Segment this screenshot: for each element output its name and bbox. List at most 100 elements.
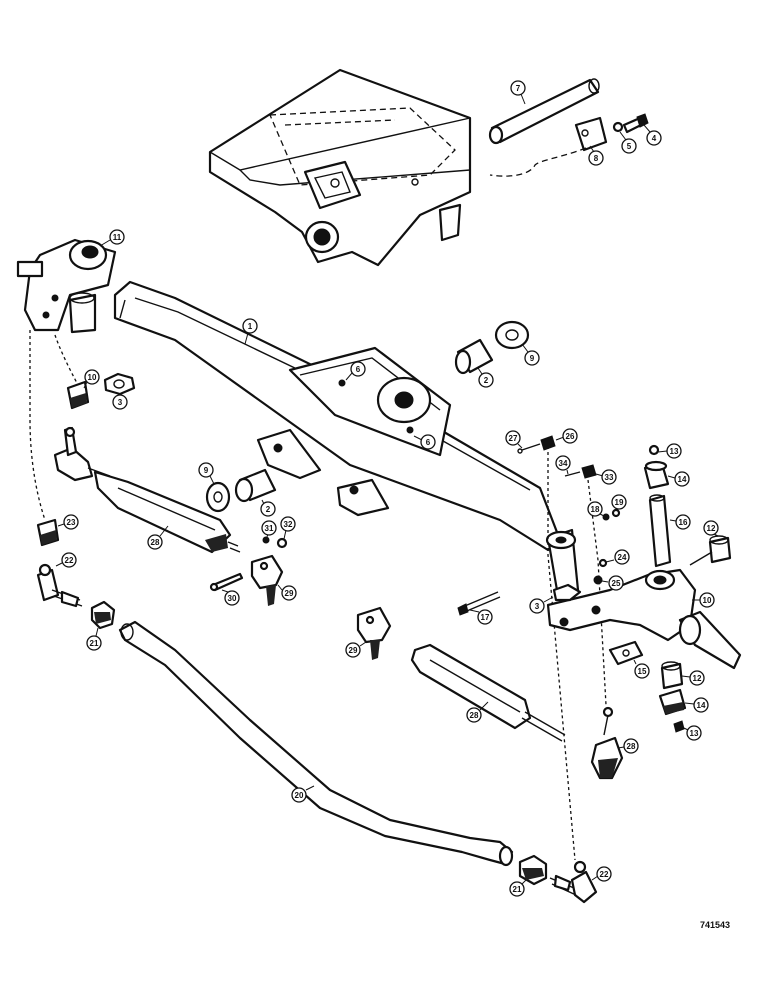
callout-22a: 22	[55, 552, 77, 568]
svg-text:15: 15	[638, 667, 647, 676]
svg-text:33: 33	[605, 473, 614, 482]
nut-33	[581, 464, 597, 479]
steering-knuckle-11	[16, 238, 117, 334]
ball-stud-22-right	[549, 860, 598, 904]
svg-text:9: 9	[204, 466, 209, 475]
svg-text:3: 3	[118, 398, 123, 407]
callout-20: 20	[291, 785, 315, 803]
fitting-32	[276, 537, 288, 549]
callout-9b: 9	[198, 462, 215, 485]
drawing-code: 741543	[700, 920, 730, 930]
shim-15	[608, 640, 644, 666]
callout-1: 1	[242, 318, 258, 345]
fitting-13-upper	[648, 444, 660, 456]
left-dotted-axis	[54, 334, 79, 386]
bushing-12-upper	[708, 535, 732, 564]
callout-29b: 29	[345, 641, 367, 658]
svg-text:28: 28	[470, 711, 479, 720]
callout-13b: 13	[683, 725, 702, 741]
cap-14-lower	[658, 688, 687, 716]
fittings-24-25	[593, 558, 608, 585]
callout-24: 24	[605, 549, 630, 565]
callout-9a: 9	[521, 343, 540, 366]
svg-text:17: 17	[481, 613, 490, 622]
callout-28c: 28	[617, 738, 639, 754]
svg-text:6: 6	[356, 365, 361, 374]
nut-3-left	[103, 372, 136, 396]
callout-6a: 6	[345, 361, 366, 381]
svg-text:25: 25	[612, 579, 621, 588]
spindle-knuckle-10	[546, 551, 742, 670]
svg-text:29: 29	[285, 589, 294, 598]
callout-28b: 28	[466, 701, 489, 723]
svg-text:20: 20	[295, 791, 304, 800]
svg-text:28: 28	[627, 742, 636, 751]
cotter-pin-34	[564, 471, 581, 477]
svg-text:18: 18	[591, 505, 600, 514]
svg-text:21: 21	[90, 639, 99, 648]
svg-text:3: 3	[535, 602, 540, 611]
tie-rod-end-29-left	[53, 426, 111, 482]
callout-10-right: 10	[692, 592, 715, 608]
callout-3a: 3	[112, 393, 128, 410]
callout-16: 16	[669, 514, 691, 530]
callout-13a: 13	[657, 443, 682, 459]
tie-rod-tube-28-right	[410, 643, 566, 742]
svg-text:26: 26	[566, 432, 575, 441]
bolt-30	[209, 572, 244, 592]
callout-26: 26	[555, 428, 578, 444]
svg-text:2: 2	[266, 505, 271, 514]
nut-26	[540, 435, 556, 451]
svg-text:29: 29	[349, 646, 358, 655]
svg-text:10: 10	[88, 373, 97, 382]
callout-5: 5	[619, 131, 637, 154]
callout-14a: 14	[667, 471, 690, 487]
callout-11: 11	[99, 229, 125, 247]
drag-link-20	[118, 620, 514, 867]
nut-21-right	[518, 854, 548, 886]
svg-text:14: 14	[678, 475, 687, 484]
nut-21-left	[90, 600, 116, 630]
svg-text:16: 16	[679, 518, 688, 527]
kingpin-axis-left	[547, 440, 576, 861]
grease-fitting-31	[262, 536, 270, 544]
left-lower-dotted	[29, 330, 46, 521]
support-plate	[208, 68, 472, 267]
axle-beam-1	[113, 280, 580, 598]
svg-text:24: 24	[618, 553, 627, 562]
svg-text:12: 12	[707, 524, 716, 533]
callout-12a: 12	[703, 520, 719, 537]
clamp-29-right	[356, 606, 392, 660]
callout-19: 19	[611, 494, 627, 511]
callout-3b: 3	[529, 596, 554, 614]
callout-8a: 8	[588, 145, 604, 166]
thrust-washer-9-upper	[494, 320, 530, 350]
fittings-18-19	[602, 508, 621, 521]
thrust-washer-9-lower	[205, 481, 231, 513]
svg-text:14: 14	[697, 701, 706, 710]
callout-34: 34	[555, 455, 571, 475]
callout-7: 7	[510, 80, 526, 105]
svg-text:1: 1	[248, 322, 253, 331]
seal-left	[66, 380, 90, 410]
ball-stud-22-left	[36, 563, 83, 608]
svg-text:10: 10	[703, 596, 712, 605]
callout-10: 10	[83, 369, 100, 389]
svg-text:13: 13	[670, 447, 679, 456]
clamp-29-left	[250, 554, 284, 606]
bushing-12-lower	[660, 661, 684, 690]
svg-text:32: 32	[284, 520, 293, 529]
bushing-2-lower	[234, 468, 277, 503]
tie-rod-end-28-right	[590, 706, 624, 780]
washer-5	[612, 121, 624, 133]
svg-text:28: 28	[151, 538, 160, 547]
callout-12b: 12	[681, 670, 705, 686]
svg-text:19: 19	[615, 498, 624, 507]
svg-text:27: 27	[509, 434, 518, 443]
pin-7	[488, 78, 600, 145]
svg-text:12: 12	[693, 674, 702, 683]
svg-text:4: 4	[652, 134, 657, 143]
callout-14b: 14	[684, 697, 709, 713]
callout-25: 25	[601, 575, 624, 591]
cap-14-upper	[643, 460, 670, 490]
